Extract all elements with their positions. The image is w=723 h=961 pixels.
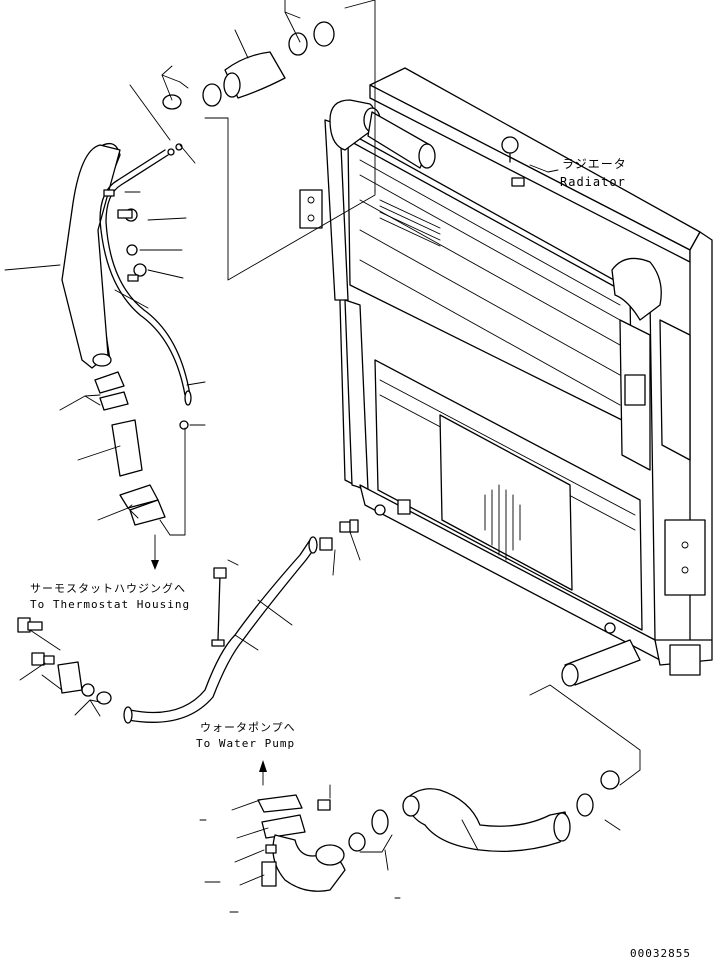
lower-radiator-hose	[348, 770, 620, 853]
waterpump-label-en: To Water Pump	[196, 737, 295, 750]
radiator-body	[299, 67, 713, 687]
thermostat-label-en: To Thermostat Housing	[30, 598, 190, 611]
lower-left-fittings	[17, 617, 112, 705]
leader-lines	[4, 0, 641, 913]
upper-water-pipe	[61, 143, 121, 369]
lower-hose	[123, 536, 318, 724]
waterpump-label-jp: ウォータポンプへ	[200, 721, 296, 734]
radiator-label-en: Radiator	[560, 175, 626, 189]
radiator-label-jp: ラジエータ	[562, 157, 627, 171]
drain-plug-fittings	[213, 519, 359, 641]
drawing-number: 00032855	[630, 947, 691, 960]
bolt-clamp-set	[103, 189, 189, 430]
thermostat-label-jp: サーモスタットハウジングへ	[30, 581, 186, 595]
hose-clamps-upper	[162, 21, 335, 110]
hose-connectors-left	[94, 371, 166, 526]
water-pump-elbow	[257, 794, 346, 892]
bypass-tube	[99, 143, 192, 406]
